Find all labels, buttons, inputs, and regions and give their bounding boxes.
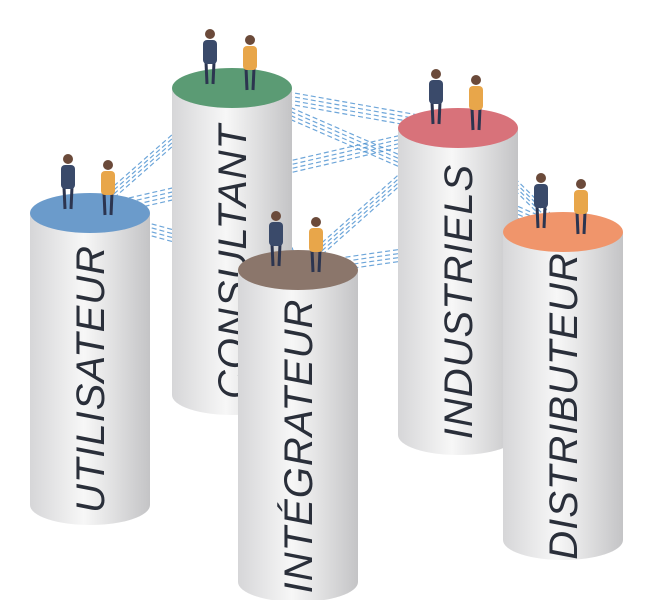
pillar-label: DISTRIBUTEUR xyxy=(542,252,586,560)
person-figure xyxy=(574,179,588,235)
person-figure xyxy=(309,217,323,273)
pillar-top xyxy=(172,68,292,108)
pillar-body xyxy=(238,270,358,600)
person-figure xyxy=(269,211,283,267)
pillar-body xyxy=(30,213,150,525)
person-figure xyxy=(534,173,548,229)
pillar-body xyxy=(503,232,623,560)
pillar-distributeur[interactable]: DISTRIBUTEUR xyxy=(503,173,623,560)
pillar-top xyxy=(503,212,623,252)
pillar-label: UTILISATEUR xyxy=(69,245,113,513)
pillar-top xyxy=(30,193,150,233)
person-figure xyxy=(469,75,483,131)
person-figure xyxy=(243,35,257,91)
pillar-utilisateur[interactable]: UTILISATEUR xyxy=(30,154,150,525)
pillar-top xyxy=(398,108,518,148)
link-consultant-industriels xyxy=(231,81,459,123)
link-consultant-industriels xyxy=(231,89,459,131)
pillar-body xyxy=(398,128,518,455)
pillar-top xyxy=(238,250,358,290)
pillar-label: INTÉGRATEUR xyxy=(276,299,321,594)
pillar-industriels[interactable]: INDUSTRIELS xyxy=(398,69,518,455)
link-consultant-industriels xyxy=(231,93,459,135)
pillar-integrateur[interactable]: INTÉGRATEUR xyxy=(238,211,358,600)
pillar-label: INDUSTRIELS xyxy=(437,164,481,440)
person-figure xyxy=(429,69,443,125)
person-figure xyxy=(101,160,115,216)
link-consultant-industriels xyxy=(231,85,459,127)
person-figure xyxy=(61,154,75,210)
person-figure xyxy=(203,29,217,85)
